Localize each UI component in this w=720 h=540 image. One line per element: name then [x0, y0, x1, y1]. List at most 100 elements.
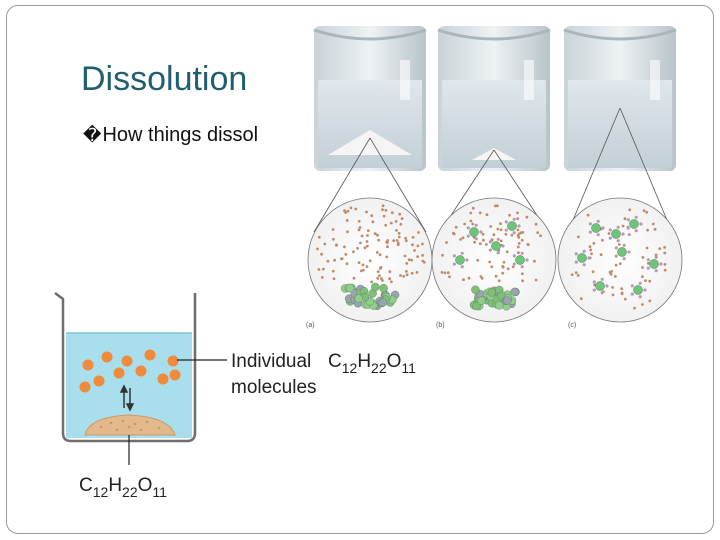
water-molecule-dot — [589, 248, 593, 252]
hydration-molecule — [588, 222, 592, 226]
water-molecule-dot — [579, 297, 583, 300]
water-molecule-dot — [645, 210, 649, 214]
water-molecule-dot — [398, 212, 402, 216]
hydration-molecule — [638, 281, 642, 285]
water-molecule-dot — [482, 238, 485, 242]
water-molecule-dot — [346, 209, 350, 213]
water-molecule-dot — [352, 250, 355, 254]
water-molecule-dot — [473, 240, 476, 244]
dissolved-ion — [617, 247, 627, 257]
water-molecule-dot — [376, 270, 380, 273]
magnified-view-a — [307, 197, 433, 323]
hydration-molecule — [626, 218, 630, 222]
water-molecule-dot — [407, 258, 411, 262]
water-molecule-dot — [316, 247, 319, 251]
water-molecule-dot — [321, 267, 325, 271]
label-formula-top: C12H22O11 — [328, 351, 416, 376]
water-molecule-dot — [395, 229, 398, 232]
hydration-molecule — [608, 236, 612, 240]
water-molecule-dot — [463, 222, 467, 226]
water-molecule-dot — [478, 211, 482, 215]
water-molecule-dot — [405, 262, 409, 265]
water-molecule-dot — [601, 238, 604, 242]
solute-crystal-particle — [378, 298, 388, 307]
water-molecule-dot — [663, 246, 666, 249]
water-molecule-dot — [617, 243, 621, 246]
water-molecule-dot — [628, 208, 632, 212]
hydration-molecule — [646, 258, 650, 262]
hydration-molecule — [582, 263, 586, 267]
water-molecule-dot — [490, 265, 494, 269]
water-molecule-dot — [390, 280, 393, 284]
water-molecule-dot — [471, 222, 475, 226]
hydration-molecule — [634, 215, 638, 219]
water-molecule-dot — [641, 303, 644, 306]
water-molecule-dot — [385, 241, 389, 245]
water-molecule-dot — [388, 270, 392, 274]
water-molecule-dot — [653, 227, 657, 231]
hydration-molecule — [512, 231, 516, 235]
slide-title: Dissolution — [81, 60, 248, 98]
hydration-molecule — [616, 225, 620, 229]
water-molecule-dot — [331, 269, 335, 273]
water-molecule-dot — [365, 210, 368, 214]
water-molecule-dot — [332, 277, 336, 281]
dissolved-ion — [469, 227, 479, 237]
water-molecule-dot — [481, 232, 485, 236]
hydration-molecule — [466, 226, 470, 230]
water-molecule-dot — [357, 228, 361, 232]
beaker-c — [563, 26, 677, 171]
water-molecule-dot — [517, 236, 521, 239]
sucrose-beaker-diagram: Individual C12H22O11 molecules C12H22O11 — [45, 285, 465, 510]
water-molecule-dot — [378, 267, 382, 270]
water-molecule-dot — [397, 235, 401, 239]
water-molecule-dot — [345, 262, 349, 266]
beaker-a — [313, 26, 427, 171]
hydration-molecule — [517, 224, 521, 228]
hydration-molecule — [452, 262, 456, 266]
label-individual: Individual — [231, 351, 311, 372]
water-molecule-dot — [375, 251, 379, 254]
water-molecule-dot — [618, 262, 622, 265]
water-molecule-dot — [592, 241, 596, 245]
slide-border — [6, 5, 714, 534]
bullet-marker: � — [83, 125, 102, 146]
hydration-molecule — [621, 232, 625, 236]
water-molecule-dot — [609, 272, 613, 276]
water-molecule-dot — [357, 261, 361, 265]
water-molecule-dot — [378, 274, 381, 278]
water-molecule-dot — [354, 207, 358, 211]
hydration-molecule — [512, 254, 516, 258]
water-molecule-dot — [479, 275, 483, 278]
water-molecule-dot — [388, 277, 391, 281]
water-molecule-dot — [478, 242, 482, 246]
water-molecule-dot — [499, 239, 503, 243]
water-molecule-dot — [320, 252, 323, 256]
hydration-molecule — [465, 258, 469, 262]
water-molecule-dot — [451, 231, 455, 235]
water-molecule-dot — [400, 217, 404, 221]
sugar-pile-texture — [99, 419, 161, 432]
hydration-molecule — [596, 219, 600, 223]
water-molecule-dot — [376, 277, 380, 280]
water-molecule-dot — [402, 275, 406, 278]
magnified-view-c — [557, 197, 683, 323]
water-molecule-dot — [358, 226, 362, 229]
solute-crystal-particle — [477, 296, 486, 305]
sugar-pile — [84, 414, 176, 436]
label-formula-bottom: C12H22O11 — [79, 475, 167, 500]
water-molecule-dot — [633, 306, 636, 310]
water-molecule-dot — [416, 244, 420, 248]
water-molecule-dot — [441, 253, 444, 257]
water-molecule-dot — [448, 275, 451, 279]
water-molecule-dot — [445, 241, 448, 244]
water-molecule-dot — [356, 246, 359, 250]
water-molecule-dot — [627, 233, 631, 237]
dissolved-ion — [591, 223, 601, 233]
water-molecule-dot — [326, 259, 330, 263]
water-molecule-dot — [516, 211, 519, 215]
water-molecule-dot — [614, 275, 617, 278]
solute-crystal-particle — [510, 287, 519, 297]
hydration-molecule — [574, 252, 578, 256]
